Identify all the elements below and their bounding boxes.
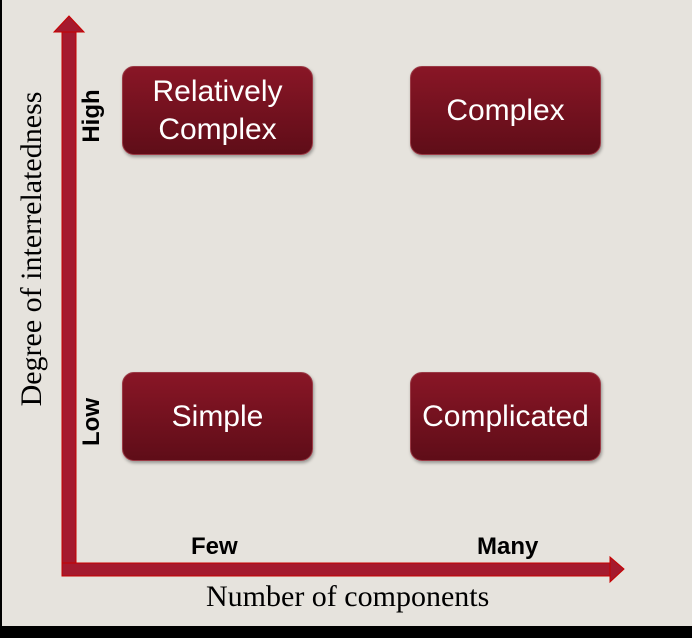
x-axis-arrow — [61, 555, 625, 584]
y-axis-arrow — [52, 15, 86, 577]
quadrant-complicated: Complicated — [410, 372, 601, 461]
y-low-label: Low — [78, 398, 105, 446]
x-axis-title: Number of components — [206, 580, 490, 613]
quadrant-label: Relatively Complex — [152, 74, 283, 146]
quadrant-label: Simple — [171, 399, 264, 433]
quadrant-relatively-complex: Relatively Complex — [122, 66, 313, 155]
quadrant-label: Complicated — [422, 399, 589, 433]
quadrant-label: Complex — [446, 93, 565, 127]
x-many-label: Many — [477, 533, 539, 560]
diagram-canvas: Relatively Complex Complex Simple Compli… — [2, 0, 692, 626]
x-few-label: Few — [191, 533, 238, 560]
y-axis-title: Degree of interrelatedness — [15, 91, 48, 407]
quadrant-simple: Simple — [122, 372, 313, 461]
axes — [52, 15, 625, 584]
quadrant-complex: Complex — [410, 66, 601, 155]
y-high-label: High — [78, 89, 105, 143]
